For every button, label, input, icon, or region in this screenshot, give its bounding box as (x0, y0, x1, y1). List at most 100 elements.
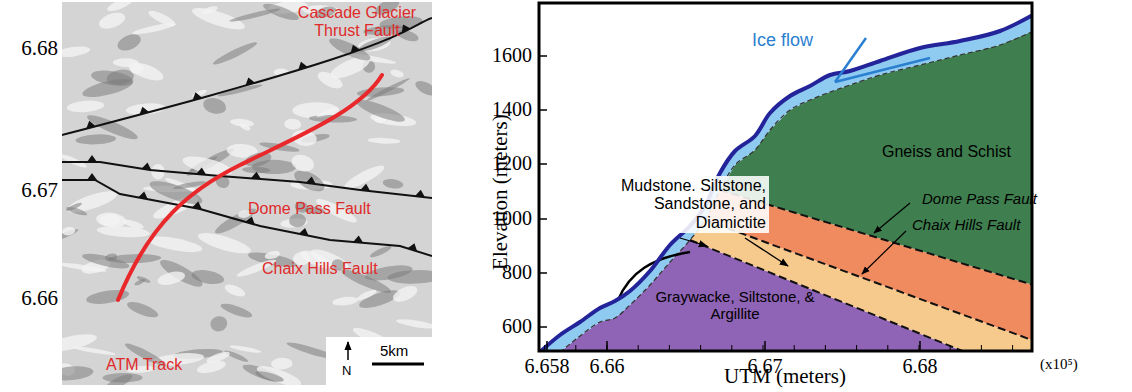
major-tick (539, 272, 547, 274)
hillshade-ridge (62, 365, 94, 382)
axis-tick-label: 1600 (470, 44, 532, 67)
thrust-tooth (191, 91, 202, 100)
thrust-tooth (415, 189, 426, 197)
ice-layer (540, 11, 1031, 350)
thrust-tooth (399, 22, 411, 33)
major-tick (546, 341, 548, 351)
map-panel (62, 2, 432, 385)
scale-bar (372, 363, 424, 366)
hillshade-ridge (115, 31, 143, 54)
hillshade-ridge (190, 268, 225, 286)
hillshade-ridge (65, 187, 120, 217)
hillshade-ridge (332, 296, 359, 307)
hillshade-ridge (382, 178, 404, 190)
hillshade-ridge (387, 269, 432, 284)
minor-tick (887, 345, 888, 351)
hillshade-ridge (217, 83, 263, 98)
axis-tick-label: 6.66 (4, 286, 58, 310)
hillshade-ridge (255, 369, 285, 384)
minor-tick (981, 345, 982, 351)
plot-frame (539, 3, 1032, 351)
hillshade-ridge (219, 301, 253, 320)
north-arrow (347, 342, 349, 360)
major-tick (764, 341, 766, 351)
minor-tick (700, 345, 701, 351)
hillshade-ridge (132, 21, 177, 36)
hillshade-ridge (102, 373, 142, 383)
leader-arrow (862, 231, 906, 274)
hillshade-ridge (354, 96, 407, 126)
axis-tick-label: 6.66 (590, 355, 625, 378)
hillshade-ridge (75, 133, 116, 145)
hillshade-ridge (90, 68, 134, 89)
leader-arrow (874, 203, 910, 233)
thrust-tooth (196, 167, 207, 175)
major-tick (539, 55, 547, 57)
thrust-tooth (348, 43, 360, 53)
hillshade-ridge (230, 118, 255, 128)
hillshade-ridge (367, 137, 400, 144)
hillshade-ridge (355, 288, 377, 303)
hillshade-ridge (211, 39, 258, 67)
hillshade-ridge (129, 63, 145, 75)
unit-label: Graywacke, Siltstone, & Argillite (640, 288, 830, 323)
minor-tick (638, 345, 639, 351)
thrust-tooth (360, 183, 371, 191)
fault-name: Chaix Hills Fault (262, 260, 378, 278)
axis-tick-label: 6.68 (903, 355, 938, 378)
hillshade-ridge (289, 152, 316, 174)
hillshade-ridge (96, 225, 150, 239)
axis-tick-label: 600 (470, 315, 532, 338)
ice-flow-arrow (835, 38, 866, 82)
hillshade-texture (62, 2, 432, 385)
thrust-tooth (87, 173, 97, 180)
thrust-tooth (192, 201, 203, 210)
minor-tick (856, 345, 857, 351)
major-tick (919, 341, 921, 351)
hillshade-ridge (264, 250, 281, 261)
hillshade-ground (62, 2, 432, 385)
hillshade-ridge (209, 314, 230, 333)
major-tick (539, 326, 547, 328)
axis-tick-label: 6.67 (4, 178, 58, 202)
axis-multiplier: (x10⁵) (1040, 356, 1078, 373)
major-tick (606, 341, 608, 351)
hillshade-ridge (62, 226, 76, 236)
thrust-tooth (353, 235, 364, 243)
fault-name: Dome Pass Fault (248, 200, 371, 218)
thrust-teeth (84, 22, 425, 251)
thrust-tooth (138, 191, 149, 200)
thrust-tooth (87, 155, 97, 162)
thrust-tooth (251, 171, 261, 179)
minor-tick (575, 345, 576, 351)
thrust-tooth (299, 227, 310, 236)
hillshade-ridge (125, 299, 160, 321)
unit-label: Gneiss and Schist (882, 143, 1011, 161)
hillshade-ridge (106, 2, 136, 14)
thrust-tooth (141, 162, 152, 170)
fault-label: Dome Pass Fault (922, 190, 1037, 207)
thrust-tooth (296, 60, 308, 70)
track-name: ATM Track (106, 356, 182, 374)
major-tick (539, 109, 547, 111)
leader-arrow (745, 238, 788, 266)
leader-arrow (680, 238, 707, 246)
scale-label: 5km (380, 342, 408, 359)
thrust-tooth (306, 176, 317, 184)
fault-dashed (705, 220, 1031, 343)
minor-tick (1012, 345, 1013, 351)
hillshade-ridge (97, 10, 127, 32)
atm-track-line (118, 75, 382, 300)
ice-flow-label: Ice flow (752, 30, 813, 51)
minor-tick (763, 345, 764, 351)
scale-box (326, 337, 432, 385)
thrust-tooth (408, 242, 420, 252)
axis-title: UTM (meters) (724, 364, 846, 388)
axis-tick-label: 6.68 (4, 36, 58, 60)
hillshade-ridge (223, 282, 247, 299)
hillshade-ridge (261, 2, 300, 23)
fault-label: Chaix Hills Fault (912, 216, 1020, 233)
north-label: N (342, 364, 351, 379)
hillshade-ridge (271, 358, 293, 370)
minor-tick (825, 345, 826, 351)
